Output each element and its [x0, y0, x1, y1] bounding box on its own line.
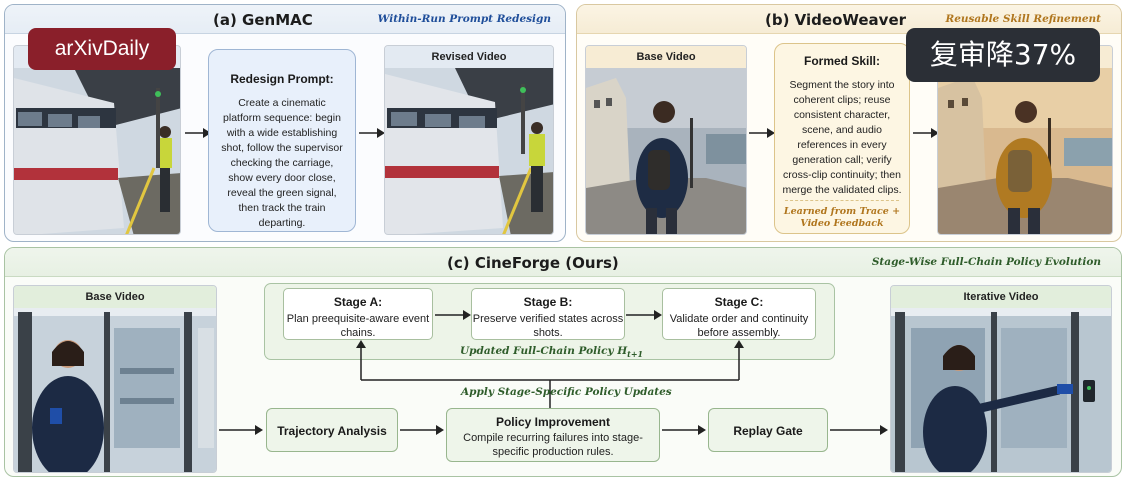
arrow-b1 [749, 128, 775, 138]
arrow-c-base-to-trajectory [219, 425, 263, 435]
panel-videoweaver: (b) VideoWeaver Reusable Skill Refinemen… [576, 4, 1122, 242]
panel-c-subtitle: Stage-Wise Full-Chain Policy Evolution [871, 256, 1101, 268]
replay-gate-label: Replay Gate [733, 424, 803, 438]
arrow-stage-ab [435, 310, 471, 320]
skill-footer: Learned from Trace + Video Feedback [783, 206, 901, 229]
stage-b-title: Stage B: [523, 295, 573, 309]
redesign-prompt-title: Redesign Prompt: [230, 72, 334, 86]
redesign-prompt-box: Redesign Prompt: Create a cinematic plat… [208, 49, 356, 232]
skill-divider [785, 200, 899, 201]
arxiv-daily-badge: arXivDaily [28, 28, 176, 70]
feedback-loop-arrows [356, 340, 744, 410]
panel-b-title: (b) VideoWeaver [765, 11, 907, 29]
replay-gate-box: Replay Gate [708, 408, 828, 452]
formed-skill-box: Formed Skill: Segment the story into coh… [774, 43, 910, 234]
panel-c-title-bar [5, 248, 1121, 277]
iterative-video-frame: Iterative Video [890, 285, 1112, 473]
redesign-prompt-body: Create a cinematic platform sequence: be… [221, 97, 343, 229]
traveler-gray-image [586, 68, 746, 234]
stage-c-box: Stage C: Validate order and continuity b… [662, 288, 816, 340]
policy-improvement-desc: Compile recurring failures into stage-sp… [463, 432, 643, 458]
base-video-frame-b: Base Video [585, 45, 747, 235]
train-platform-image [14, 68, 180, 234]
scientist-badge-image [891, 308, 1111, 472]
formed-skill-title: Formed Skill: [803, 54, 880, 68]
policy-label-prefix: Updated Full-Chain Policy [460, 345, 618, 357]
trajectory-analysis-label: Trajectory Analysis [277, 424, 387, 438]
policy-improvement-title: Policy Improvement [495, 415, 611, 429]
panel-b-subtitle: Reusable Skill Refinement [945, 13, 1101, 25]
policy-subscript: t+1 [627, 349, 644, 360]
arrow-stage-bc [626, 310, 662, 320]
policy-improvement-box: Policy Improvement Compile recurring fai… [446, 408, 660, 462]
revised-video-label: Revised Video [385, 46, 553, 68]
arrow-c-replay-to-iterative [830, 425, 888, 435]
arrow-c-trajectory-to-policy [400, 425, 444, 435]
arrow-a1 [185, 128, 211, 138]
stage-c-title: Stage C: [714, 295, 764, 309]
stage-a-desc: Plan preequisite-aware event chains. [286, 313, 430, 339]
arrow-c-policy-to-replay [662, 425, 706, 435]
traveler-warm-image [938, 68, 1112, 234]
trajectory-analysis-box: Trajectory Analysis [266, 408, 398, 452]
policy-label: Updated Full-Chain Policy Ht+1 [460, 345, 643, 359]
policy-symbol: H [617, 345, 628, 357]
base-video-train-frame [13, 45, 181, 235]
stage-b-desc: Preserve verified states across shots. [472, 313, 624, 339]
stage-a-title: Stage A: [333, 295, 383, 309]
stage-b-box: Stage B: Preserve verified states across… [471, 288, 625, 340]
stage-c-desc: Validate order and continuity before ass… [669, 313, 809, 339]
base-video-label-c: Base Video [14, 286, 216, 308]
panel-a-title: (a) GenMAC [213, 11, 313, 29]
iterative-video-label: Iterative Video [891, 286, 1111, 308]
stage-a-box: Stage A: Plan preequisite-aware event ch… [283, 288, 433, 340]
scientist-door-image [14, 308, 216, 472]
panel-cineforge: (c) CineForge (Ours) Stage-Wise Full-Cha… [4, 247, 1122, 477]
revised-video-frame: Revised Video [384, 45, 554, 235]
panel-a-subtitle: Within-Run Prompt Redesign [377, 13, 551, 25]
formed-skill-body: Segment the story into coherent clips; r… [782, 79, 902, 196]
arrow-a2 [359, 128, 385, 138]
panel-c-title: (c) CineForge (Ours) [447, 254, 619, 272]
base-video-frame-c: Base Video [13, 285, 217, 473]
cn-overlay-badge: 复审降37% [906, 28, 1100, 82]
base-video-label-b: Base Video [586, 46, 746, 68]
apply-label: Apply Stage-Specific Policy Updates [461, 386, 672, 398]
revised-train-image [385, 68, 553, 234]
arrow-b2 [913, 128, 939, 138]
